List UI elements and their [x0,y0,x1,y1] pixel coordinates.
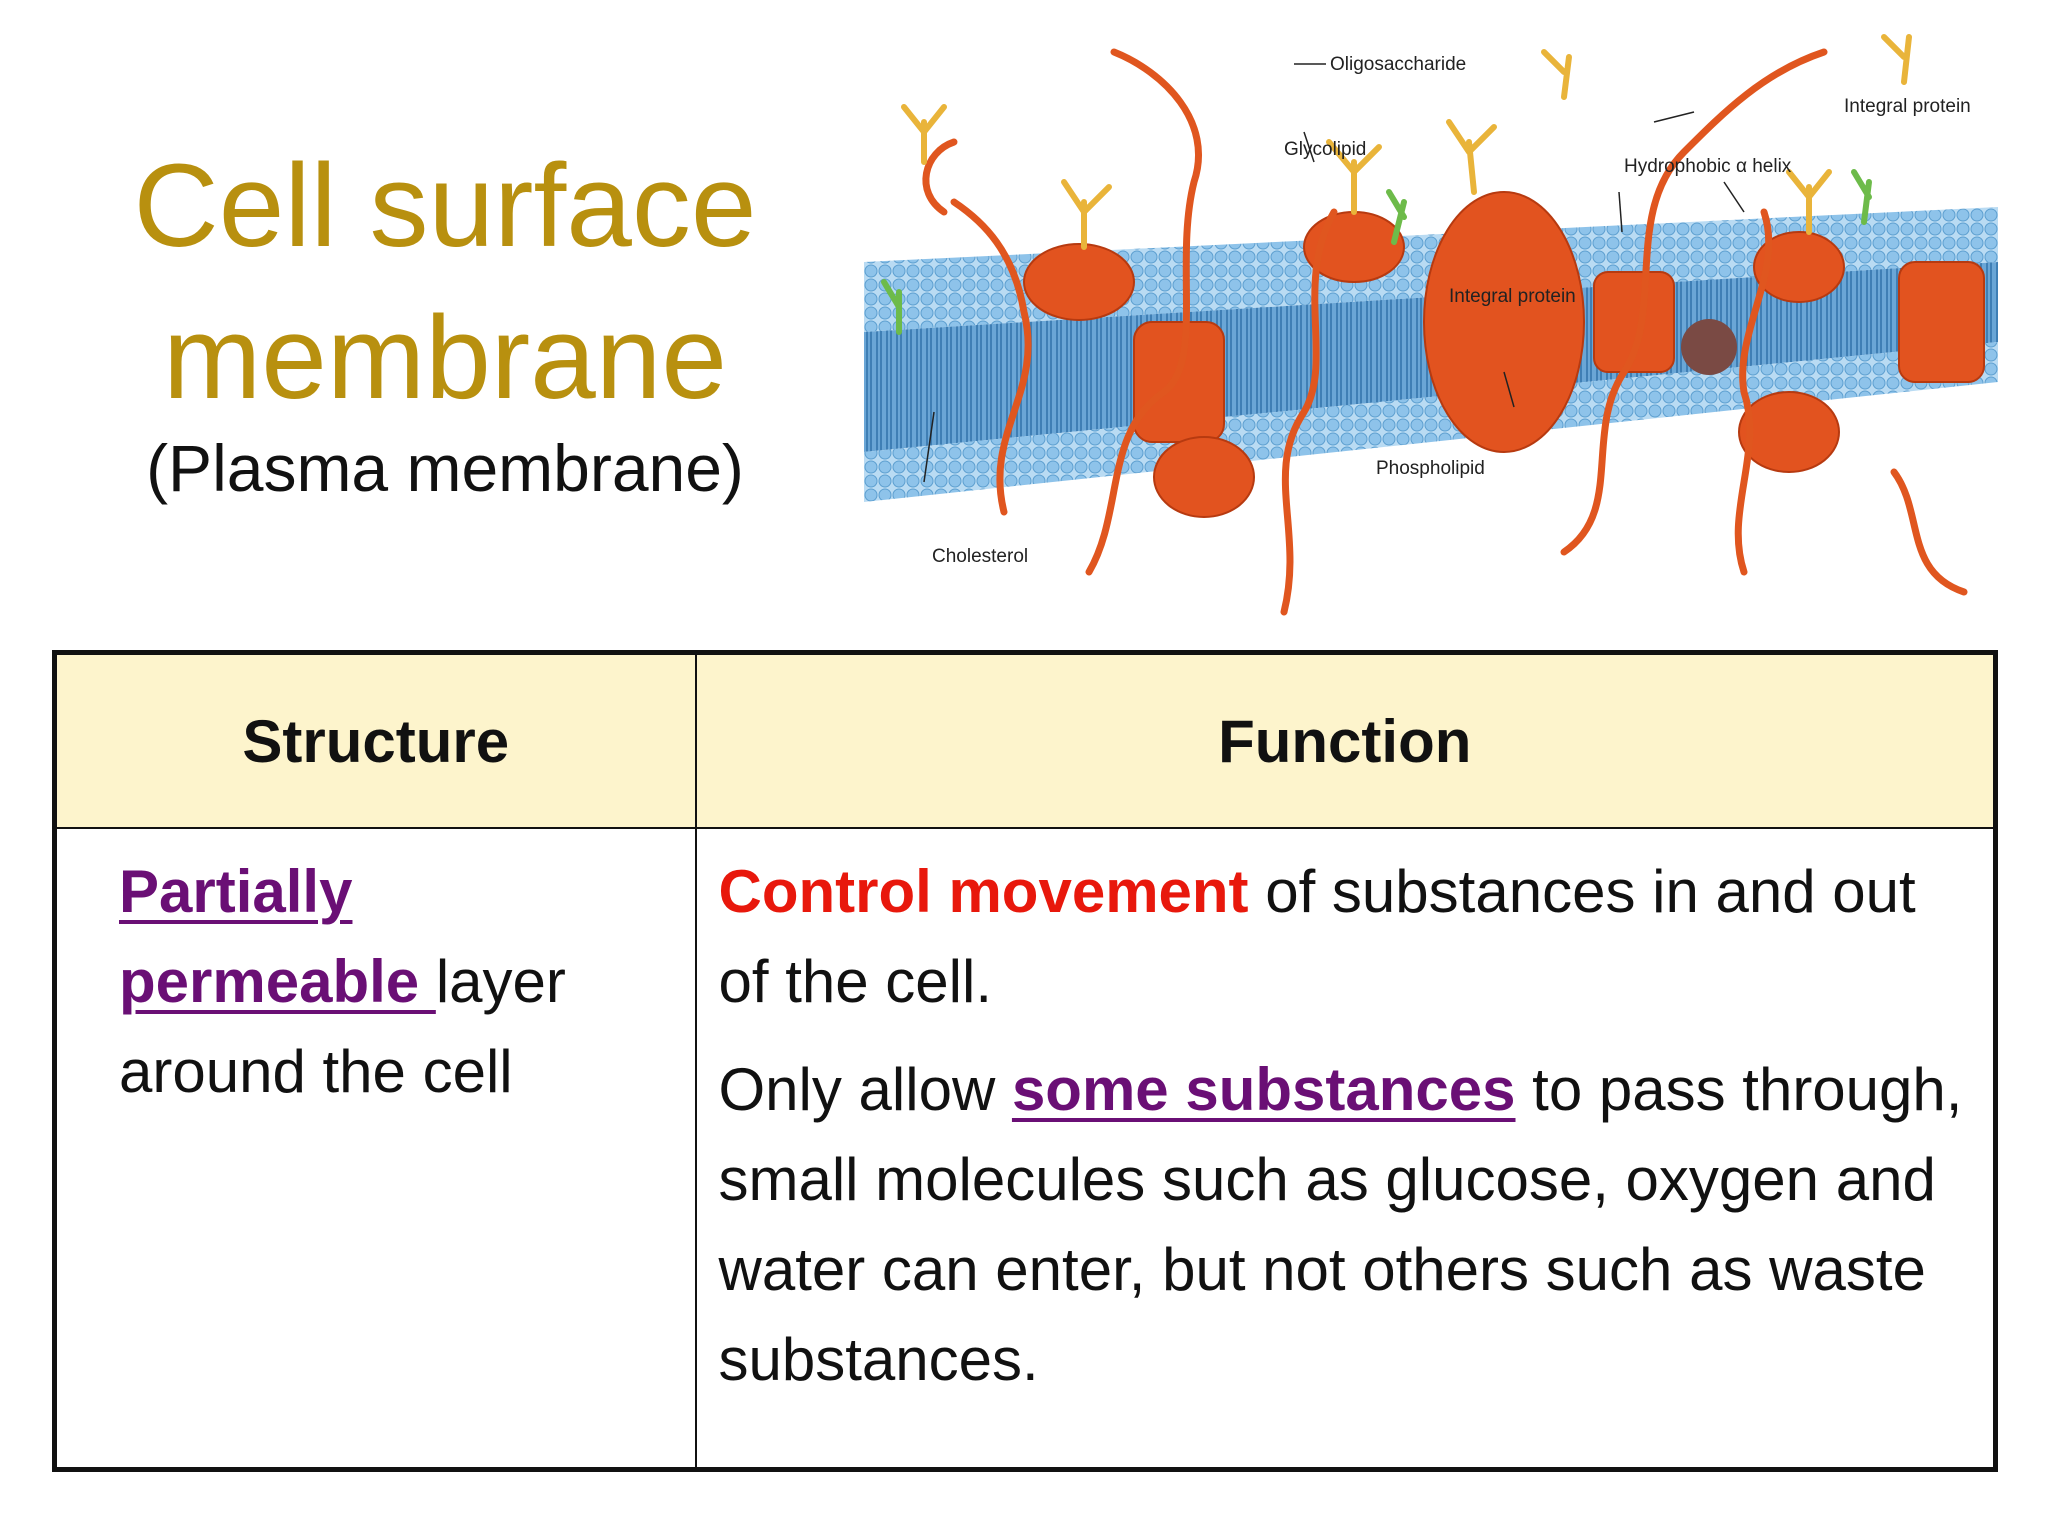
label-phospholipid: Phospholipid [1376,458,1485,479]
integral-protein-main [1423,191,1585,453]
peripheral-protein-2 [1153,436,1255,518]
label-integral-protein-top: Integral protein [1844,96,1971,117]
bilayer-bottom-heads [864,342,1998,502]
label-glycolipid: Glycolipid [1284,139,1366,160]
title-line-1: Cell surface [133,140,757,272]
title-line-2: membrane [162,292,727,424]
table-header-row: Structure Function [53,651,1997,829]
label-integral-protein-mid: Integral protein [1449,286,1576,307]
header-structure: Structure [53,651,697,829]
keyword-control-movement: Control movement [718,858,1249,925]
keyword-partially: Partially [119,858,353,925]
function-cell: Control movement of substances in and ou… [694,827,1997,1471]
function-paragraph-2: Only allow some substances to pass throu… [719,1045,1970,1405]
membrane-diagram: Oligosaccharide Glycolipid Integral prot… [864,12,1998,634]
protein-group [1023,191,1985,518]
structure-cell: Partially permeable layer around the cel… [53,827,697,1471]
function-paragraph-1: Control movement of substances in and ou… [719,847,1970,1027]
slide-subtitle: (Plasma membrane) [146,431,744,505]
function-p2-text: to pass through, small molecules such as… [718,1056,1963,1393]
slide-title: Cell surface membrane [60,130,830,434]
channel-protein-3 [1898,261,1985,383]
table-row: Partially permeable layer around the cel… [53,827,1997,1471]
keyword-permeable: permeable [119,948,436,1015]
protein-strands [922,48,1968,616]
label-cholesterol: Cholesterol [932,546,1028,567]
peripheral-protein-4 [1753,231,1845,303]
structure-function-table: Structure Function Partially permeable l… [52,650,1998,1472]
channel-protein-1 [1133,321,1225,443]
function-p1-text: of substances in and out of the cell. [718,858,1916,1015]
keyword-some-substances: some substances [1011,1056,1516,1123]
header-function: Function [694,651,1997,829]
structure-text-layer: layer [435,948,566,1015]
function-p2-start: Only allow [718,1056,1012,1123]
hydrophobic-core [1681,319,1737,375]
label-hydrophobic-helix: Hydrophobic α helix [1624,156,1792,177]
glycolipid-chains [881,169,1872,335]
channel-protein-2 [1593,271,1675,373]
oligosaccharide-chains [901,34,1912,250]
label-oligosaccharide: Oligosaccharide [1330,54,1466,75]
membrane-diagram-svg: Oligosaccharide Glycolipid Integral prot… [864,34,1998,616]
peripheral-protein-5 [1738,391,1840,473]
peripheral-protein-1 [1023,243,1135,321]
structure-text-around: around the cell [119,1038,513,1105]
